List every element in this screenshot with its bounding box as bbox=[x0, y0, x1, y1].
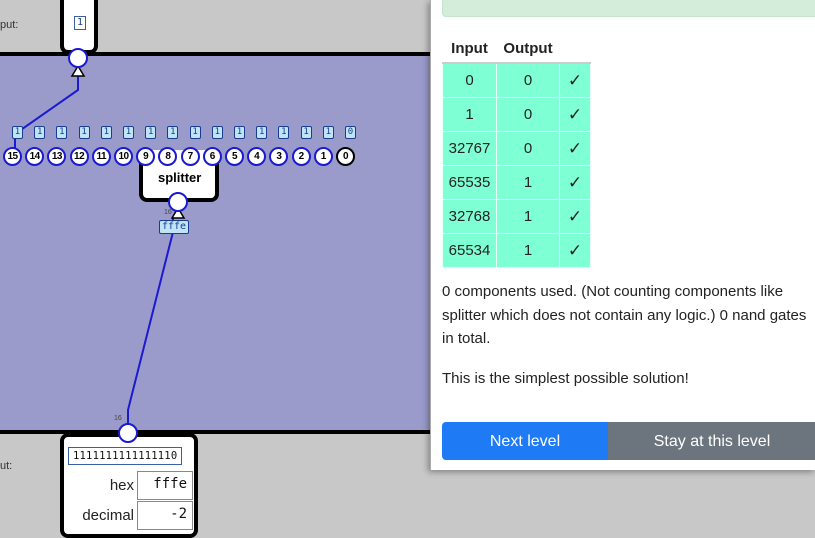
header-output: Output bbox=[496, 34, 560, 64]
output-value: 1 bbox=[74, 16, 87, 30]
output-arrow-icon bbox=[70, 64, 86, 77]
splitter-port[interactable]: 4 bbox=[247, 147, 267, 166]
bit-value: 1 bbox=[145, 126, 157, 139]
check-icon: ✓ bbox=[559, 62, 591, 98]
next-level-button[interactable]: Next level bbox=[442, 422, 608, 460]
bit-value: 1 bbox=[234, 126, 245, 139]
hex-label: hex bbox=[109, 477, 134, 494]
input-width-label: 16 bbox=[114, 415, 122, 422]
bit-value: 1 bbox=[189, 126, 201, 139]
stay-level-button[interactable]: Stay at this level bbox=[608, 422, 815, 460]
cell-input: 32767 bbox=[442, 131, 497, 166]
bit-value: 0 bbox=[345, 126, 356, 139]
cell-output: 0 bbox=[496, 62, 560, 98]
splitter-port[interactable]: 8 bbox=[158, 147, 178, 166]
check-icon: ✓ bbox=[559, 233, 591, 268]
splitter-port[interactable]: 2 bbox=[291, 147, 311, 166]
circuit-board bbox=[0, 52, 440, 434]
bit-value: 1 bbox=[56, 126, 68, 139]
bit-value: 1 bbox=[78, 126, 90, 139]
bit-value: 1 bbox=[123, 126, 134, 139]
cell-input: 65534 bbox=[442, 233, 497, 268]
bit-value: 1 bbox=[322, 126, 334, 139]
input-binary-field[interactable]: 1111111111111110 bbox=[68, 447, 183, 465]
bit-value: 1 bbox=[34, 126, 46, 139]
check-icon: ✓ bbox=[559, 131, 591, 166]
cell-input: 0 bbox=[442, 62, 497, 98]
cell-output: 0 bbox=[496, 97, 560, 132]
decimal-label: decimal bbox=[82, 507, 134, 524]
splitter-width-label: 16 bbox=[164, 209, 172, 216]
input-node[interactable]: 1111111111111110 hex fffe decimal -2 bbox=[60, 433, 198, 538]
output-node-port[interactable] bbox=[68, 48, 88, 68]
splitter-port[interactable]: 5 bbox=[225, 147, 244, 166]
output-node[interactable]: 1 bbox=[60, 0, 98, 54]
splitter-port[interactable]: 14 bbox=[25, 147, 45, 166]
splitter-port[interactable]: 13 bbox=[47, 147, 67, 166]
check-icon: ✓ bbox=[559, 199, 591, 234]
header-input: Input bbox=[442, 34, 497, 64]
splitter-port[interactable]: 3 bbox=[269, 147, 289, 166]
splitter-port[interactable]: 10 bbox=[114, 147, 133, 166]
bit-value: 1 bbox=[278, 126, 290, 139]
bit-value: 1 bbox=[300, 126, 312, 139]
splitter-port[interactable]: 6 bbox=[202, 147, 222, 166]
splitter-hex-value: fffe bbox=[159, 220, 190, 234]
cell-output: 1 bbox=[496, 233, 560, 268]
hex-input[interactable]: fffe bbox=[137, 471, 193, 500]
check-icon: ✓ bbox=[559, 165, 591, 200]
components-info: 0 components used. (Not counting compone… bbox=[442, 283, 807, 347]
splitter-port[interactable]: 11 bbox=[91, 147, 111, 166]
input-side-label: ut: bbox=[0, 460, 13, 472]
output-side-label: put: bbox=[0, 19, 19, 31]
cell-output: 1 bbox=[496, 165, 560, 200]
splitter-input-port[interactable] bbox=[168, 192, 188, 212]
splitter-port[interactable]: 0 bbox=[336, 147, 355, 166]
cell-input: 1 bbox=[442, 97, 497, 132]
decimal-input[interactable]: -2 bbox=[137, 501, 193, 530]
splitter-arrow-icon bbox=[170, 206, 186, 219]
splitter-port[interactable]: 15 bbox=[3, 147, 22, 166]
splitter-port[interactable]: 9 bbox=[136, 147, 156, 166]
cell-output: 1 bbox=[496, 199, 560, 234]
splitter-label: splitter bbox=[158, 170, 202, 185]
solution-message: This is the simplest possible solution! bbox=[442, 370, 689, 387]
bit-value: 1 bbox=[167, 126, 179, 139]
splitter-port[interactable]: 1 bbox=[313, 147, 333, 166]
bit-value: 1 bbox=[12, 126, 23, 139]
bit-value: 1 bbox=[256, 126, 268, 139]
input-node-port[interactable] bbox=[118, 423, 138, 443]
success-alert bbox=[442, 0, 815, 17]
wire-to-output bbox=[14, 68, 79, 148]
splitter-port[interactable]: 12 bbox=[69, 147, 89, 166]
splitter-port[interactable]: 7 bbox=[180, 147, 200, 166]
header-status bbox=[559, 34, 591, 64]
wire-input-to-splitter bbox=[127, 218, 174, 425]
bit-value: 1 bbox=[100, 126, 112, 139]
bit-value: 1 bbox=[211, 126, 223, 139]
cell-input: 65535 bbox=[442, 165, 497, 200]
check-icon: ✓ bbox=[559, 97, 591, 132]
cell-output: 0 bbox=[496, 131, 560, 166]
cell-input: 32768 bbox=[442, 199, 497, 234]
